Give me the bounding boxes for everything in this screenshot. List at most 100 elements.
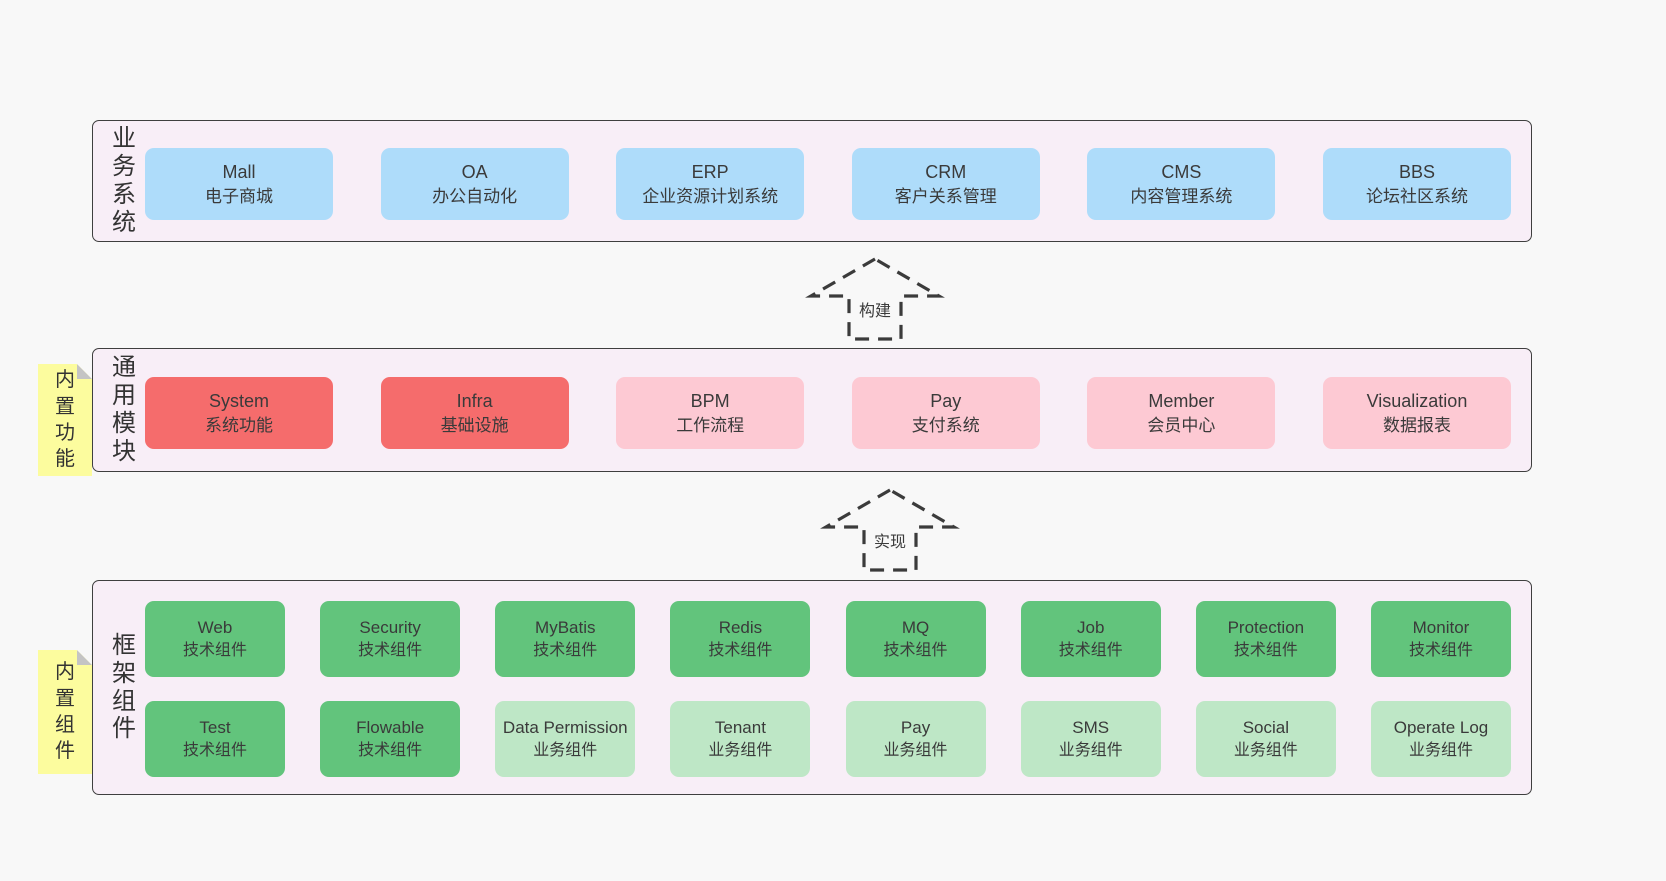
module-box-infra: Infra 基础设施 [380, 377, 569, 449]
box-title: OA [461, 161, 488, 182]
business-box-erp: ERP 企业资源计划系统 [616, 148, 805, 220]
box-title: Redis [718, 617, 763, 637]
box-title: Data Permission [502, 717, 628, 737]
box-subtitle: 技术组件 [182, 741, 247, 759]
framework-box-redis: Redis 技术组件 [670, 601, 811, 677]
box-subtitle: 客户关系管理 [894, 186, 997, 206]
box-title: Tenant [714, 717, 766, 737]
module-box-member: Member 会员中心 [1087, 377, 1276, 449]
framework-components-band: 框架组件 Web 技术组件 Security 技术组件 MyBatis 技术组件… [92, 580, 1532, 795]
framework-box-test: Test 技术组件 [145, 701, 285, 777]
band-label-business: 业务系统 [104, 121, 144, 241]
business-systems-band: 业务系统 Mall 电子商城 OA 办公自动化 ERP 企业资源计划系统 CRM… [92, 120, 1532, 242]
box-title: Protection [1227, 617, 1305, 637]
module-box-system: System 系统功能 [145, 377, 333, 449]
framework-box-flowable: Flowable 技术组件 [320, 701, 461, 777]
band-label-text: 通用模块 [112, 354, 136, 465]
band-label-framework: 框架组件 [104, 581, 144, 794]
box-title: Monitor [1412, 617, 1470, 637]
module-box-pay: Pay 支付系统 [851, 377, 1040, 449]
box-title: ERP [691, 161, 729, 182]
sticky-note-built-in-features: 内置功能 [38, 364, 92, 476]
box-subtitle: 技术组件 [358, 741, 423, 759]
box-title: Test [199, 717, 231, 737]
framework-box-web: Web 技术组件 [145, 601, 285, 677]
business-box-oa: OA 办公自动化 [380, 148, 569, 220]
framework-row-1: Web 技术组件 Security 技术组件 MyBatis 技术组件 Redi… [145, 601, 1511, 677]
box-title: Visualization [1366, 390, 1468, 411]
box-subtitle: 技术组件 [533, 641, 598, 659]
implement-arrow-label: 实现 [871, 527, 909, 553]
business-box-bbs: BBS 论坛社区系统 [1322, 148, 1511, 220]
build-arrow-label: 构建 [856, 296, 894, 322]
framework-box-social: Social 业务组件 [1195, 701, 1336, 777]
box-subtitle: 业务组件 [533, 741, 598, 759]
module-box-bpm: BPM 工作流程 [616, 377, 805, 449]
box-subtitle: 技术组件 [708, 641, 773, 659]
box-title: MQ [901, 617, 930, 637]
business-box-mall: Mall 电子商城 [145, 148, 333, 220]
box-title: Mall [222, 161, 256, 182]
framework-box-job: Job 技术组件 [1020, 601, 1161, 677]
box-subtitle: 数据报表 [1382, 415, 1451, 435]
framework-box-monitor: Monitor 技术组件 [1370, 601, 1511, 677]
sticky-note-built-in-components: 内置组件 [38, 650, 92, 774]
module-box-visualization: Visualization 数据报表 [1322, 377, 1511, 449]
framework-row-2: Test 技术组件 Flowable 技术组件 Data Permission … [145, 701, 1511, 777]
box-subtitle: 技术组件 [1233, 641, 1298, 659]
box-subtitle: 论坛社区系统 [1365, 186, 1468, 206]
framework-box-pay: Pay 业务组件 [845, 701, 986, 777]
box-subtitle: 业务组件 [883, 741, 948, 759]
box-subtitle: 技术组件 [358, 641, 423, 659]
box-subtitle: 技术组件 [182, 641, 247, 659]
framework-box-operate-log: Operate Log 业务组件 [1370, 701, 1511, 777]
box-subtitle: 业务组件 [708, 741, 773, 759]
box-title: Infra [456, 390, 493, 411]
box-title: SMS [1072, 717, 1110, 737]
box-title: Pay [930, 390, 962, 411]
box-subtitle: 基础设施 [440, 415, 509, 435]
box-title: MyBatis [535, 617, 596, 637]
up-arrow-icon [805, 257, 945, 341]
box-subtitle: 电子商城 [205, 186, 273, 206]
box-title: Pay [900, 717, 931, 737]
box-title: BPM [690, 390, 730, 411]
business-box-cms: CMS 内容管理系统 [1087, 148, 1276, 220]
framework-box-tenant: Tenant 业务组件 [670, 701, 811, 777]
box-title: Social [1242, 717, 1289, 737]
business-row: Mall 电子商城 OA 办公自动化 ERP 企业资源计划系统 CRM 客户关系… [145, 148, 1511, 220]
box-title: System [208, 390, 269, 411]
box-subtitle: 会员中心 [1147, 415, 1216, 435]
box-title: CRM [925, 161, 967, 182]
folded-corner-icon [77, 364, 92, 379]
folded-corner-icon [77, 650, 92, 665]
sticky-text: 内置组件 [55, 661, 75, 763]
modules-row: System 系统功能 Infra 基础设施 BPM 工作流程 Pay 支付系统… [145, 377, 1511, 449]
box-title: CMS [1161, 161, 1202, 182]
band-label-modules: 通用模块 [104, 349, 144, 471]
box-title: Job [1076, 617, 1105, 637]
framework-box-security: Security 技术组件 [320, 601, 461, 677]
box-subtitle: 技术组件 [1058, 641, 1123, 659]
common-modules-band: 通用模块 System 系统功能 Infra 基础设施 BPM 工作流程 Pay… [92, 348, 1532, 472]
box-subtitle: 业务组件 [1233, 741, 1298, 759]
business-box-crm: CRM 客户关系管理 [851, 148, 1040, 220]
box-title: BBS [1398, 161, 1435, 182]
box-subtitle: 支付系统 [911, 415, 980, 435]
box-subtitle: 企业资源计划系统 [642, 186, 779, 206]
framework-box-sms: SMS 业务组件 [1020, 701, 1161, 777]
box-subtitle: 内容管理系统 [1130, 186, 1233, 206]
box-title: Member [1148, 390, 1215, 411]
framework-box-protection: Protection 技术组件 [1195, 601, 1336, 677]
box-title: Web [197, 617, 233, 637]
box-subtitle: 业务组件 [1408, 741, 1473, 759]
sticky-text: 内置功能 [55, 369, 75, 471]
box-subtitle: 业务组件 [1058, 741, 1123, 759]
box-title: Operate Log [1393, 717, 1489, 737]
box-title: Flowable [356, 717, 425, 737]
box-subtitle: 工作流程 [676, 415, 745, 435]
box-subtitle: 技术组件 [883, 641, 948, 659]
box-title: Security [359, 617, 421, 637]
framework-box-data-permission: Data Permission 业务组件 [495, 701, 636, 777]
